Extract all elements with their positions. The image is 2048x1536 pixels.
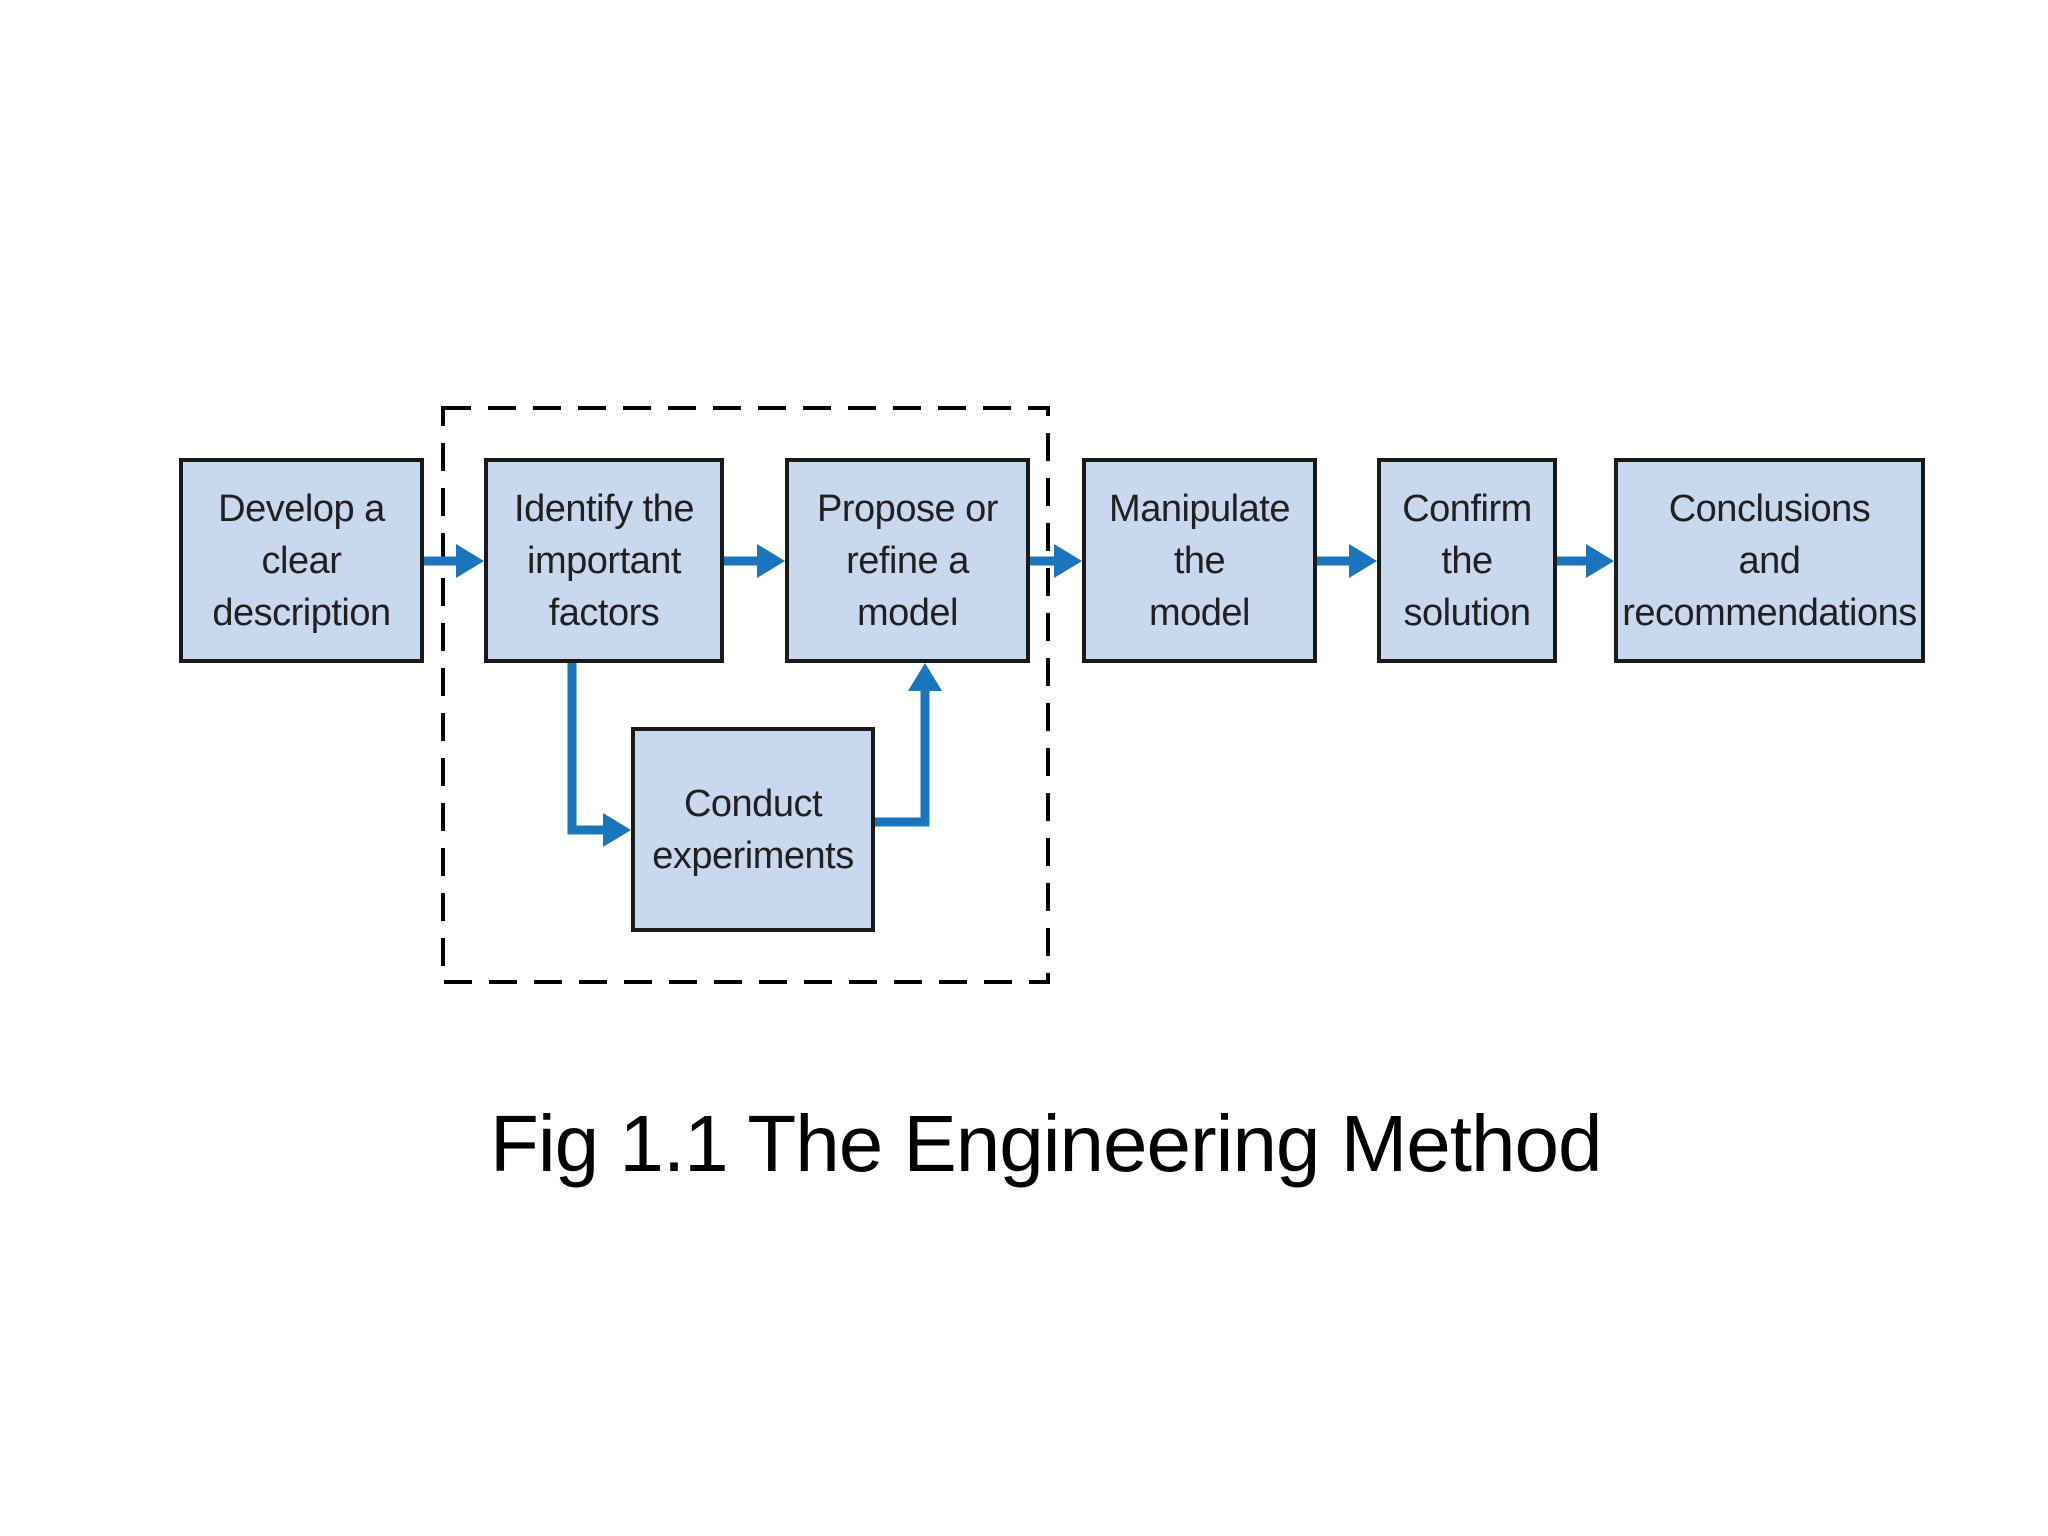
flow-step-label: Identify the important factors	[514, 487, 694, 634]
flow-step-develop-description: Develop a clear description	[179, 458, 424, 663]
flow-step-conclusions: Conclusions and recommendations	[1614, 458, 1925, 663]
flow-step-propose-model: Propose or refine a model	[785, 458, 1030, 663]
flow-step-label: Conclusions and recommendations	[1622, 487, 1917, 634]
flow-step-label: Confirm the solution	[1402, 487, 1532, 634]
arrow-head	[1054, 544, 1082, 578]
arrow-propose-to-manipulate	[1030, 544, 1082, 578]
arrow-manipulate-to-confirm	[1317, 544, 1377, 578]
arrow-head	[1586, 544, 1614, 578]
arrow-develop-to-identify	[424, 544, 484, 578]
arrow-experiments-to-propose	[875, 663, 942, 827]
dashed-region-outline	[441, 406, 1050, 984]
flow-step-label: Conduct experiments	[652, 782, 854, 877]
flow-step-label: Manipulate the model	[1109, 487, 1290, 634]
arrow-head	[908, 663, 942, 691]
arrow-identify-to-propose	[724, 544, 785, 578]
flow-step-manipulate-model: Manipulate the model	[1082, 458, 1317, 663]
arrow-confirm-to-conclusions	[1557, 544, 1614, 578]
arrow-head	[603, 813, 631, 847]
arrow-identify-to-experiments	[567, 663, 631, 847]
arrow-shaft	[875, 691, 930, 827]
flow-step-label: Develop a clear description	[212, 487, 391, 634]
flow-step-identify-factors: Identify the important factors	[484, 458, 724, 663]
arrow-head	[757, 544, 785, 578]
arrow-shaft	[567, 663, 603, 835]
arrow-head	[456, 544, 484, 578]
figure-caption: Fig 1.1 The Engineering Method	[490, 1099, 1602, 1188]
flow-step-conduct-experiments: Conduct experiments	[631, 727, 875, 932]
flow-step-label: Propose or refine a model	[817, 487, 998, 634]
arrow-head	[1349, 544, 1377, 578]
flow-step-confirm-solution: Confirm the solution	[1377, 458, 1557, 663]
